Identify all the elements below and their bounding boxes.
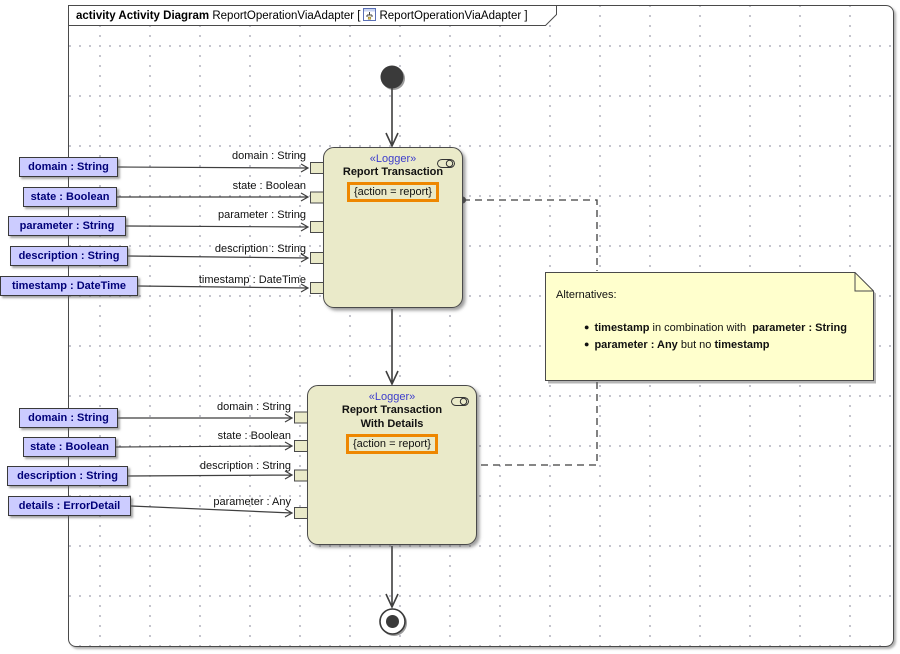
parameter-node-description-1[interactable]: description : String bbox=[10, 246, 128, 266]
parameter-node-domain-1[interactable]: domain : String bbox=[19, 157, 118, 177]
frame-title-kind: activity Activity Diagram bbox=[76, 10, 210, 22]
object-flow-domain-2[interactable] bbox=[117, 413, 294, 423]
pin-label-parameter-2[interactable]: parameter : Any bbox=[213, 496, 291, 508]
action-report-transaction-with-details[interactable]: «Logger» Report Transaction With Details… bbox=[307, 385, 477, 545]
note-bullet-2: ● parameter : Any but no timestamp bbox=[584, 339, 770, 351]
frame-title-bracket-close: ] bbox=[524, 10, 528, 22]
parameter-node-timestamp-1[interactable]: timestamp : DateTime bbox=[0, 276, 138, 296]
note-shape[interactable] bbox=[545, 272, 874, 381]
action1-pins bbox=[310, 162, 324, 294]
frame-title-ref: ReportOperationViaAdapter bbox=[379, 10, 522, 22]
pin-label-state-1[interactable]: state : Boolean bbox=[232, 180, 306, 192]
parameter-node-parameter-1[interactable]: parameter : String bbox=[8, 216, 126, 236]
note-bullet-1-bold-2: parameter : String bbox=[752, 322, 847, 334]
input-pin-domain-2[interactable] bbox=[294, 411, 308, 424]
pin-label-domain-1[interactable]: domain : String bbox=[232, 150, 306, 162]
note-title: Alternatives: bbox=[556, 289, 617, 301]
pin-label-parameter-1[interactable]: parameter : String bbox=[217, 209, 306, 221]
collapse-toggle-icon[interactable] bbox=[437, 155, 455, 173]
bullet-icon: ● bbox=[584, 339, 590, 349]
activity-diagram-icon bbox=[363, 8, 377, 26]
note-bullet-2-bold-1: parameter : Any bbox=[594, 339, 678, 351]
frame-title[interactable]: activity Activity Diagram ReportOperatio… bbox=[76, 8, 528, 23]
parameter-node-state-1[interactable]: state : Boolean bbox=[23, 187, 117, 207]
initial-node[interactable] bbox=[380, 65, 404, 89]
control-flow-initial-to-report-transaction[interactable] bbox=[385, 88, 399, 148]
input-pin-timestamp-1[interactable] bbox=[310, 282, 324, 294]
action-constraint-highlighted[interactable]: {action = report} bbox=[346, 434, 438, 454]
object-flow-state-1[interactable] bbox=[117, 192, 310, 202]
activity-final-node-core bbox=[386, 615, 399, 628]
input-pin-state-2[interactable] bbox=[294, 440, 308, 452]
input-pin-description-2[interactable] bbox=[294, 469, 308, 482]
collapse-toggle-icon[interactable] bbox=[451, 393, 469, 411]
input-pin-description-1[interactable] bbox=[310, 252, 324, 264]
control-flow-report-transaction-to-with-details[interactable] bbox=[385, 309, 399, 386]
bullet-icon: ● bbox=[584, 322, 590, 332]
parameter-node-domain-2[interactable]: domain : String bbox=[19, 408, 118, 428]
parameter-node-description-2[interactable]: description : String bbox=[7, 466, 128, 486]
note-anchor-line-action1[interactable] bbox=[463, 199, 598, 271]
note-bullet-1-text: in combination with bbox=[649, 322, 753, 334]
input-pin-state-1[interactable] bbox=[310, 191, 324, 204]
pin-label-description-2[interactable]: description : String bbox=[199, 460, 291, 472]
input-pin-domain-1[interactable] bbox=[310, 162, 324, 174]
action-report-transaction[interactable]: «Logger» Report Transaction {action = re… bbox=[323, 147, 463, 308]
note-bullet-1-bold-1: timestamp bbox=[594, 322, 650, 334]
action-constraint-highlighted[interactable]: {action = report} bbox=[347, 182, 439, 202]
parameter-node-state-2[interactable]: state : Boolean bbox=[23, 437, 116, 457]
note-anchor-line-action2[interactable] bbox=[479, 382, 598, 466]
action-name-line1: Report Transaction bbox=[341, 404, 443, 416]
action-name-line2: With Details bbox=[360, 418, 424, 430]
object-flow-parameter-1[interactable] bbox=[125, 222, 310, 232]
pin-label-timestamp-1[interactable]: timestamp : DateTime bbox=[198, 274, 306, 286]
input-pin-parameter-1[interactable] bbox=[310, 221, 324, 233]
action-name: Report Transaction bbox=[342, 166, 444, 178]
object-flow-details-2[interactable] bbox=[130, 505, 294, 518]
control-flow-to-final[interactable] bbox=[385, 546, 399, 609]
note-bullet-2-text: but no bbox=[677, 339, 715, 351]
frame-title-tab bbox=[68, 5, 557, 26]
object-flow-state-2[interactable] bbox=[115, 441, 294, 451]
pin-label-domain-2[interactable]: domain : String bbox=[217, 401, 291, 413]
input-pin-parameter-2[interactable] bbox=[294, 507, 308, 519]
object-flow-domain-1[interactable] bbox=[116, 163, 310, 173]
object-flow-description-2[interactable] bbox=[127, 470, 294, 480]
note-bullet-1: ● timestamp in combination with parameter… bbox=[584, 322, 847, 334]
frame-title-bracket-open: [ bbox=[357, 10, 361, 22]
note-bullet-2-bold-2: timestamp bbox=[714, 339, 770, 351]
action2-pins bbox=[294, 411, 308, 519]
pin-label-description-1[interactable]: description : String bbox=[214, 243, 306, 255]
pin-label-state-2[interactable]: state : Boolean bbox=[217, 430, 291, 442]
object-flow-timestamp-1[interactable] bbox=[137, 283, 310, 293]
note-fold-corner bbox=[854, 272, 874, 292]
stereotype-label: «Logger» bbox=[368, 391, 416, 403]
stereotype-label: «Logger» bbox=[369, 153, 417, 165]
object-flow-description-1[interactable] bbox=[127, 253, 310, 263]
frame-title-name: ReportOperationViaAdapter bbox=[212, 10, 355, 22]
parameter-node-details-2[interactable]: details : ErrorDetail bbox=[8, 496, 131, 516]
